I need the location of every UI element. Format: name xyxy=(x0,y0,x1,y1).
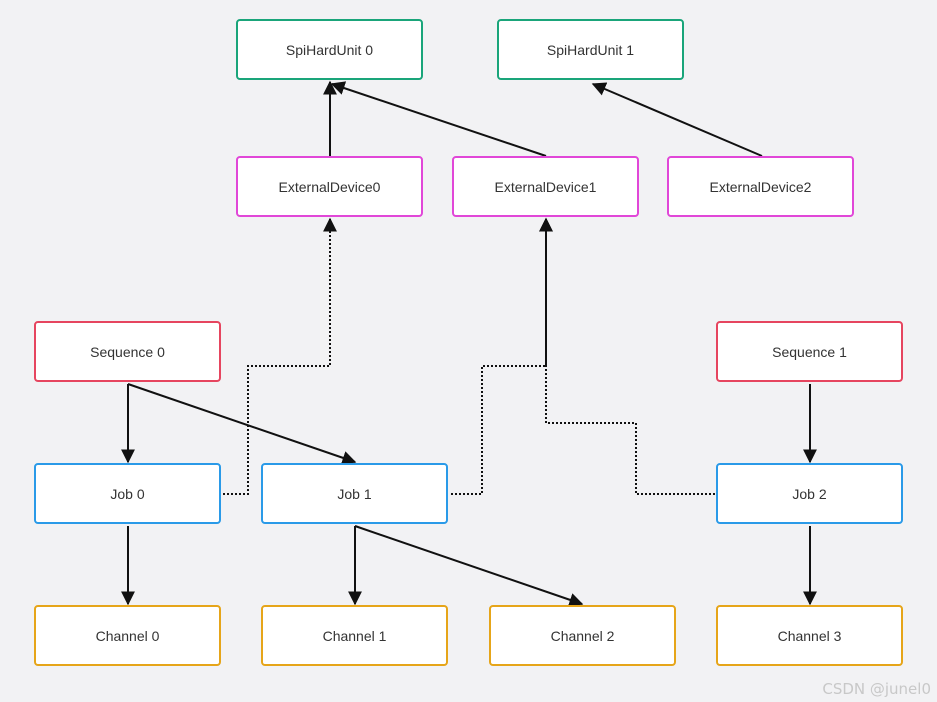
node-external-device-1[interactable]: ExternalDevice1 xyxy=(452,156,639,217)
node-spi-hard-unit-0[interactable]: SpiHardUnit 0 xyxy=(236,19,423,80)
node-label: Channel 3 xyxy=(777,627,842,644)
node-label: SpiHardUnit 0 xyxy=(285,41,374,58)
node-label: ExternalDevice2 xyxy=(709,178,812,195)
node-label: Channel 2 xyxy=(550,627,615,644)
node-job-1[interactable]: Job 1 xyxy=(261,463,448,524)
node-label: Sequence 1 xyxy=(772,343,847,360)
node-channel-0[interactable]: Channel 0 xyxy=(34,605,221,666)
node-label: ExternalDevice0 xyxy=(278,178,381,195)
node-channel-3[interactable]: Channel 3 xyxy=(716,605,903,666)
node-job-2[interactable]: Job 2 xyxy=(716,463,903,524)
node-label: ExternalDevice1 xyxy=(494,178,597,195)
node-sequence-0[interactable]: Sequence 0 xyxy=(34,321,221,382)
edge-job-0-to-external-device-0 xyxy=(223,217,337,495)
edge-external-device-2-to-spi-hard-unit-1 xyxy=(591,82,763,157)
node-label: Job 2 xyxy=(792,485,827,502)
node-external-device-0[interactable]: ExternalDevice0 xyxy=(236,156,423,217)
edge-sequence-0-to-job-1 xyxy=(127,383,357,465)
node-label: Sequence 0 xyxy=(90,343,165,360)
edge-external-device-1-to-spi-hard-unit-0 xyxy=(330,81,547,157)
node-label: SpiHardUnit 1 xyxy=(546,41,635,58)
edge-job-2-to-external-device-1 xyxy=(539,217,715,495)
node-job-0[interactable]: Job 0 xyxy=(34,463,221,524)
node-label: Job 0 xyxy=(110,485,145,502)
watermark: CSDN @junel0 xyxy=(822,680,931,698)
node-spi-hard-unit-1[interactable]: SpiHardUnit 1 xyxy=(497,19,684,80)
node-label: Channel 1 xyxy=(322,627,387,644)
edge-job-1-to-channel-2 xyxy=(354,525,584,607)
node-sequence-1[interactable]: Sequence 1 xyxy=(716,321,903,382)
node-channel-1[interactable]: Channel 1 xyxy=(261,605,448,666)
node-label: Channel 0 xyxy=(95,627,160,644)
edge-job-1-to-external-device-1 xyxy=(451,217,553,495)
node-channel-2[interactable]: Channel 2 xyxy=(489,605,676,666)
node-label: Job 1 xyxy=(337,485,372,502)
node-external-device-2[interactable]: ExternalDevice2 xyxy=(667,156,854,217)
